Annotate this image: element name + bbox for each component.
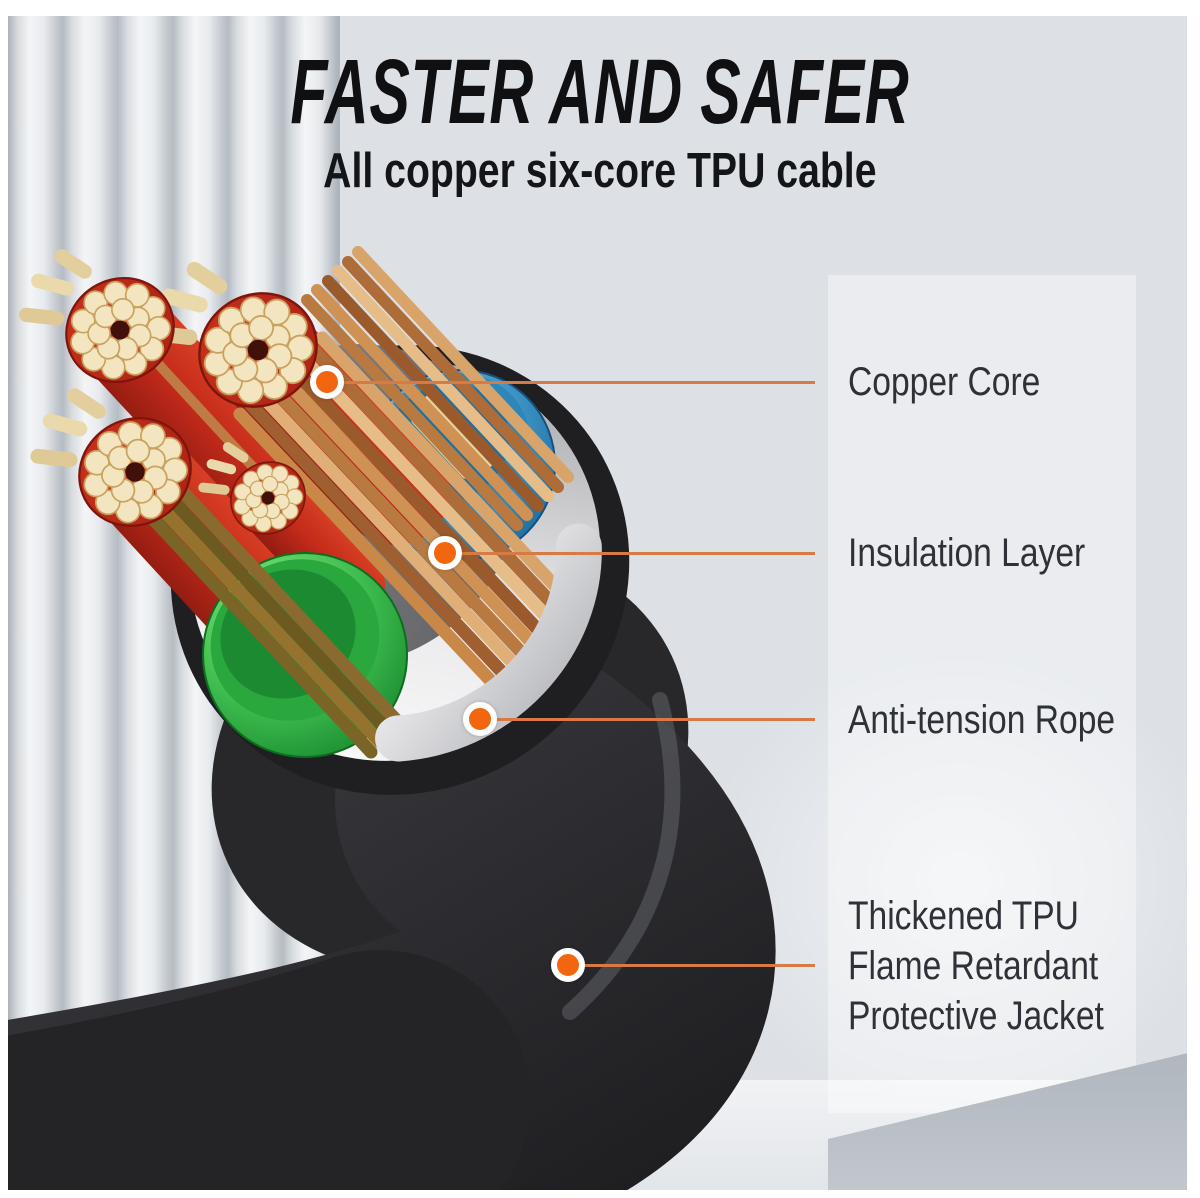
annotation-label-line: Flame Retardant [848, 944, 1099, 988]
copper-rods [134, 246, 579, 759]
page-title: FASTER AND SAFER [290, 41, 910, 143]
frame-border [1187, 0, 1200, 1198]
frame-border [0, 0, 8, 1198]
annotation-label-line: Thickened TPU [848, 894, 1079, 938]
headline-block: FASTER AND SAFER All copper six-core TPU… [0, 46, 1200, 196]
leader-line [480, 718, 815, 721]
leader-line [327, 381, 815, 384]
leader-line [568, 964, 815, 967]
annotation-label: Insulation Layer [848, 531, 1086, 575]
page-subtitle: All copper six-core TPU cable [323, 144, 877, 198]
frame-border [0, 0, 1200, 16]
annotation-label: Anti-tension Rope [848, 698, 1116, 742]
marker-dot-icon [310, 365, 344, 399]
sheath-near-wall [375, 523, 602, 762]
marker-dot-icon [428, 536, 462, 570]
marker-dot-icon [463, 702, 497, 736]
frame-border [0, 1190, 1200, 1198]
label-panel-background [828, 275, 1136, 1113]
annotation-label: Thickened TPU Flame Retardant Protective… [848, 891, 1104, 1041]
marker-dot-icon [551, 948, 585, 982]
annotation-label-line: Protective Jacket [848, 994, 1104, 1038]
leader-line [445, 552, 815, 555]
annotation-label: Copper Core [848, 360, 1041, 404]
